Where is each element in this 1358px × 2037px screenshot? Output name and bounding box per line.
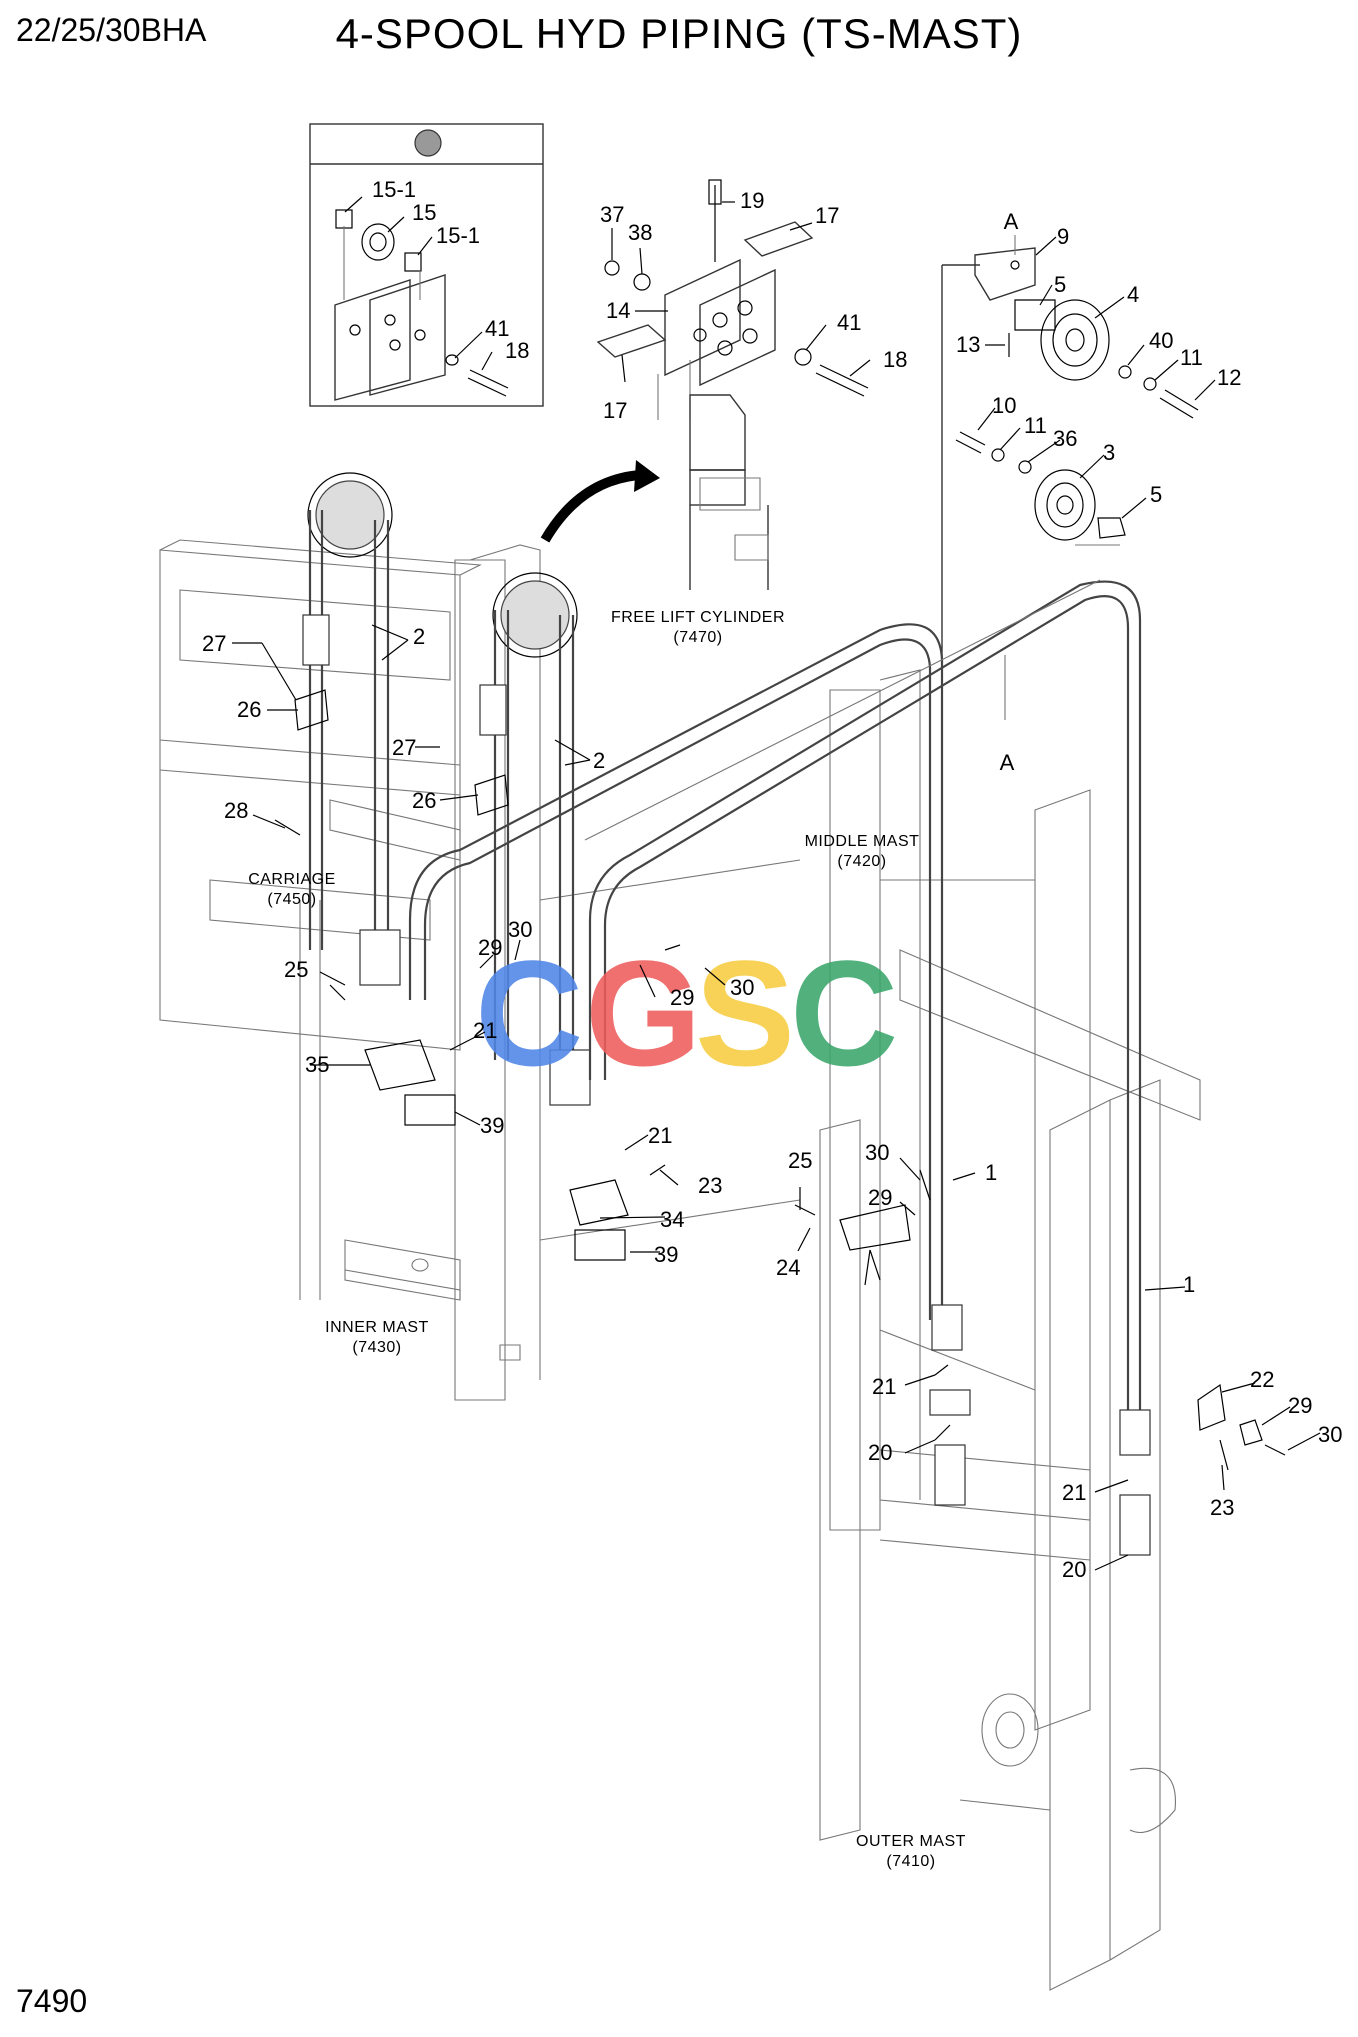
callout: 14 [606,298,630,323]
label-carriage-code: (7450) [267,891,316,908]
callout: 12 [1217,365,1241,390]
callout: 27 [392,735,416,760]
callout: 35 [305,1052,329,1077]
callout: 26 [237,697,261,722]
callout: 22 [1250,1367,1274,1392]
label-free-lift-cylinder: FREE LIFT CYLINDER [611,609,785,626]
block-fittings-left [274,689,681,1261]
callout: 30 [1318,1422,1342,1447]
callout: 28 [224,798,248,823]
callout: 17 [815,203,839,228]
callout: 41 [485,316,509,341]
watermark-logo: C G S C [475,929,898,1097]
callout: 1 [985,1160,997,1185]
middle-mast-frame [829,669,1201,1731]
callout-numbers: 15-1 15 15-1 41 18 37 38 19 17 14 41 18 … [202,177,1342,1582]
callout: 25 [284,957,308,982]
callout: 36 [1053,426,1077,451]
callout: 20 [868,1440,892,1465]
callout: 21 [648,1123,672,1148]
callout: 34 [660,1207,684,1232]
label-free-lift-cylinder-code: (7470) [673,629,722,646]
callout: 23 [698,1173,722,1198]
callout: 30 [508,917,532,942]
callout: 9 [1057,224,1069,249]
label-carriage: CARRIAGE [248,871,336,888]
callout: 20 [1062,1557,1086,1582]
watermark-letter: C [475,929,583,1097]
callout: 23 [1210,1495,1234,1520]
callout: 39 [480,1113,504,1138]
callout: 4 [1127,282,1139,307]
inset-detail-box [309,123,544,407]
callout: 38 [628,220,652,245]
callout: 24 [776,1255,800,1280]
callout: 29 [670,985,694,1010]
callout: 2 [413,624,425,649]
page-number: 7490 [16,1983,88,2019]
callout: 19 [740,188,764,213]
callout: 15-1 [372,177,416,202]
callout: 27 [202,631,226,656]
detail-marker-a-bottom: A [1000,750,1015,775]
label-outer-mast: OUTER MAST [856,1833,966,1850]
callout: 29 [478,935,502,960]
leader-lines [232,196,1321,1571]
arrow-icon [540,470,641,543]
callout: 30 [865,1140,889,1165]
callout: 29 [1288,1393,1312,1418]
callout: 17 [603,398,627,423]
callout: 3 [1103,440,1115,465]
callout: 21 [872,1374,896,1399]
callout: 11 [1180,345,1203,370]
hose-set-routed [408,579,1142,1430]
callout: 18 [883,347,907,372]
callout: 1 [1183,1272,1195,1297]
callout: 26 [412,788,436,813]
callout: 2 [593,748,605,773]
detail-marker-a-top: A [1004,209,1019,234]
callout: 29 [868,1185,892,1210]
label-inner-mast: INNER MAST [325,1319,429,1336]
callout: 13 [956,332,980,357]
callout: 39 [654,1242,678,1267]
model-number: 22/25/30BHA [16,12,207,48]
callout: 15 [412,200,436,225]
callout: 30 [730,975,754,1000]
callout: 18 [505,338,529,363]
label-middle-mast-code: (7420) [837,853,886,870]
callout: 11 [1024,413,1047,438]
callout: 25 [788,1148,812,1173]
callout: 15-1 [436,223,480,248]
label-outer-mast-code: (7410) [886,1853,935,1870]
pulley-assembly [941,235,1199,1110]
callout: 21 [1062,1480,1086,1505]
label-inner-mast-code: (7430) [352,1339,401,1356]
callout: 41 [837,310,861,335]
hose-fittings-right [794,1169,1286,1556]
callout: 21 [473,1018,497,1043]
hose-set-left [302,472,591,1106]
callout: 5 [1150,482,1162,507]
diagram-title: 4-SPOOL HYD PIPING (TS-MAST) [335,10,1023,57]
dot-marker-icon [414,129,442,157]
outer-mast-frame [819,1079,1176,1991]
label-middle-mast: MIDDLE MAST [805,833,920,850]
callout: 37 [600,202,624,227]
callout: 10 [992,393,1016,418]
watermark-letter: C [790,929,898,1097]
callout: 5 [1054,272,1066,297]
bracket-assembly [596,179,869,420]
free-lift-cylinder [540,394,769,590]
watermark-letter: S [695,929,795,1097]
callout: 40 [1149,328,1173,353]
assembly-labels: FREE LIFT CYLINDER (7470) MIDDLE MAST (7… [248,209,1018,1870]
watermark-letter: G [585,929,702,1097]
